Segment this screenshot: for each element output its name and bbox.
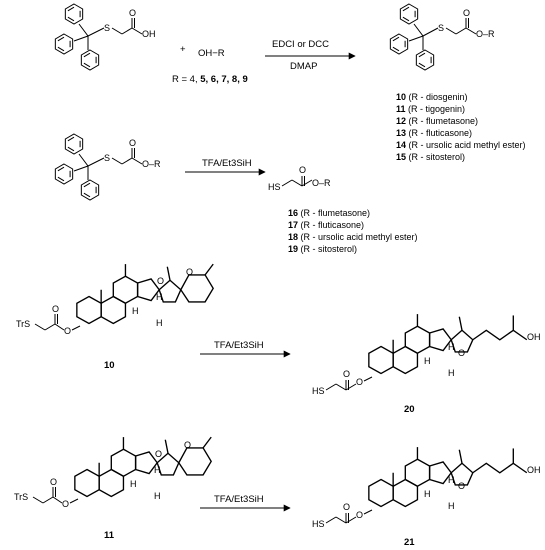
stereo-hydrogen: H [132, 306, 139, 316]
ester-oxygen-r-label: O–R [142, 159, 161, 169]
product-entry: 18 (R - ursolic acid methyl ester) [288, 232, 418, 242]
tritylthioacetic-acid-structure: S O OH [55, 4, 156, 70]
compound-20-structure: HS O O H H H O OH [312, 313, 541, 396]
reaction-4-reagent: TFA/Et3SiH [214, 494, 264, 505]
ester-oxygen-r-label: O–R [312, 178, 331, 188]
spiro-oxygen: O [157, 276, 164, 286]
oxygen-atom: O [356, 377, 363, 387]
thiol-label: HS [312, 519, 325, 529]
product-entry: 11 (R - tigogenin) [396, 104, 465, 114]
trityl-sulfide-label: TrS [16, 319, 30, 329]
stereo-hydrogen: H [424, 489, 431, 499]
oxygen-atom: O [129, 8, 136, 18]
stereo-hydrogen: H [448, 368, 455, 378]
stereo-hydrogen: H [424, 356, 431, 366]
oxygen-atom: O [343, 502, 350, 512]
reaction-4: TrS O O H H H O O 11 TFA/Et3SiH HS O [14, 436, 541, 548]
stereo-hydrogen: H [154, 491, 161, 501]
compound-11-number: 11 [104, 530, 115, 541]
ring-oxygen: O [458, 348, 465, 358]
product-entry: 13 (R - fluticasone) [396, 128, 472, 138]
reaction-3: TrS O O H H H O O 10 TFA/Et3SiH HS O [16, 263, 541, 415]
oxygen-atom: O [52, 304, 59, 314]
thiol-ester-product-structure: HS O O–R [268, 165, 331, 192]
spiro-oxygen: O [184, 440, 191, 450]
reaction-1-product-list: 10 (R - diosgenin) 11 (R - tigogenin) 12… [396, 92, 526, 162]
compound-11-structure: TrS O O H H H O O [14, 436, 212, 509]
stereo-hydrogen: H [448, 501, 455, 511]
stereo-hydrogen: H [156, 318, 163, 328]
stereo-hydrogen: H [154, 465, 161, 475]
compound-21-structure: HS O O H H H O OH [312, 446, 541, 529]
stereo-hydrogen: H [448, 475, 455, 485]
oxygen-atom: O [62, 499, 69, 509]
reaction-2-reagent: TFA/Et3SiH [202, 158, 252, 169]
reaction-2-product-list: 16 (R - flumetasone) 17 (R - fluticasone… [288, 208, 418, 254]
ring-oxygen: O [458, 481, 465, 491]
compound-10-number: 10 [104, 360, 115, 371]
compound-21-number: 21 [404, 537, 415, 548]
reaction-3-reagent: TFA/Et3SiH [214, 340, 264, 351]
compound-20-number: 20 [404, 404, 415, 415]
product-entry: 15 (R - sitosterol) [396, 152, 465, 162]
product-entry: 10 (R - diosgenin) [396, 92, 468, 102]
oxygen-atom: O [463, 8, 470, 18]
stereo-hydrogen: H [448, 342, 455, 352]
oxygen-atom: O [299, 165, 306, 175]
oxygen-atom: O [343, 369, 350, 379]
hydroxyl-label: OH [142, 29, 156, 39]
stereo-hydrogen: H [156, 292, 163, 302]
product-entry: 12 (R - flumetasone) [396, 116, 478, 126]
product-entry: 14 (R - ursolic acid methyl ester) [396, 140, 526, 150]
sulfur-atom: S [104, 23, 110, 33]
thiol-label: HS [312, 386, 325, 396]
trityl-sulfide-label: TrS [14, 492, 28, 502]
thiol-label: HS [268, 182, 281, 192]
product-entry: 17 (R - fluticasone) [288, 220, 364, 230]
plus-sign: + [180, 44, 186, 55]
oxygen-atom: O [356, 510, 363, 520]
ester-oxygen-r-label: O–R [476, 29, 495, 39]
reaction-1-reagent-bottom: DMAP [290, 61, 317, 72]
compound-10-structure: TrS O O H H H O O [16, 263, 214, 336]
reaction-1: S O OH + OH−R R = 4, 5, 6, 7, 8, 9 EDCI … [55, 4, 526, 162]
reaction-1-reagent-top: EDCI or DCC [272, 39, 329, 50]
sulfur-atom: S [104, 153, 110, 163]
r-definition: R = 4, 5, 6, 7, 8, 9 [172, 74, 248, 85]
trityl-ester-reactant-structure: S O O–R [55, 134, 161, 200]
product-entry: 19 (R - sitosterol) [288, 244, 357, 254]
spiro-oxygen: O [155, 449, 162, 459]
hydroxyl-label: OH [527, 332, 541, 342]
hydroxyl-label: OH [527, 465, 541, 475]
stereo-hydrogen: H [130, 479, 137, 489]
alcohol-formula: OH−R [198, 48, 225, 59]
trityl-ester-product-structure: S O O–R [390, 4, 495, 70]
sulfur-atom: S [438, 23, 444, 33]
oxygen-atom: O [129, 138, 136, 148]
product-entry: 16 (R - flumetasone) [288, 208, 370, 218]
spiro-oxygen: O [186, 267, 193, 277]
reaction-2: S O O–R TFA/Et3SiH HS O O–R 16 (R - flum… [55, 134, 418, 254]
oxygen-atom: O [50, 477, 57, 487]
oxygen-atom: O [64, 326, 71, 336]
